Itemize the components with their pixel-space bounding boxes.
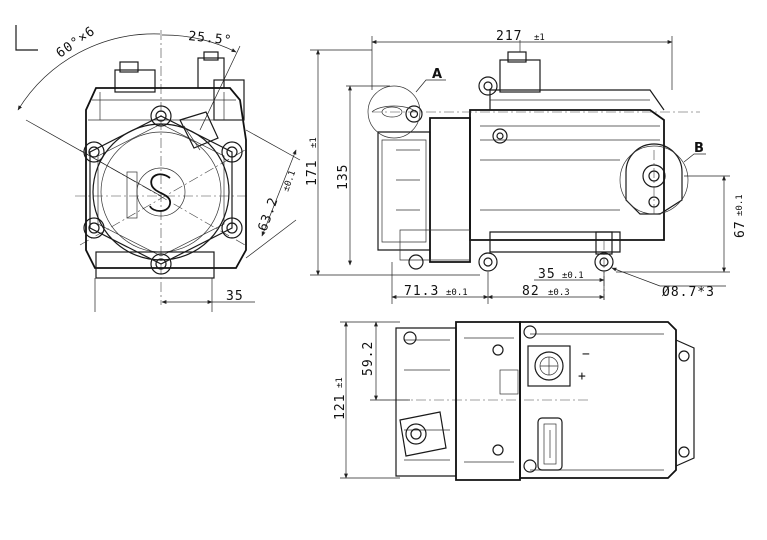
side-right-span-tol: ±0.3	[548, 288, 570, 298]
side-length-tol: ±1	[534, 33, 545, 43]
side-length-label: 217	[496, 29, 522, 44]
side-right-height-tol: ±0.1	[735, 194, 745, 216]
side-hole-dia-label: Ø8.7*3	[662, 285, 715, 300]
side-left-span-tol: ±0.1	[446, 288, 468, 298]
plus-sign: +	[578, 369, 587, 384]
side-inner-height-label: 135	[336, 164, 351, 190]
side-right-span-label: 82	[522, 284, 540, 299]
minus-sign: −	[582, 347, 591, 362]
corner-mark	[15, 25, 38, 51]
top-width-tol: ±1	[335, 377, 345, 388]
side-left-span-label: 71.3	[404, 284, 439, 299]
front-width-label: 35	[226, 289, 244, 304]
top-view: 121 ±1 59.2 − +	[333, 321, 695, 481]
top-width-label: 121	[333, 394, 348, 420]
side-view: 217 ±1 171 ±1 135 67 ±0.1 35 ±0.1 Ø8.7*3…	[305, 29, 748, 304]
side-height-label: 171	[305, 160, 320, 186]
side-hole-offset-tol: ±0.1	[562, 271, 584, 281]
side-right-height-label: 67	[733, 220, 748, 238]
detail-b-label: B	[694, 141, 704, 156]
front-offset-label: 25.5°	[188, 29, 233, 49]
front-view: 60°×6 25.5° 63.2 ±0.1 35	[17, 24, 301, 312]
detail-a-label: A	[432, 67, 442, 82]
side-height-tol: ±1	[309, 137, 319, 148]
side-hole-offset-label: 35	[538, 267, 556, 282]
front-diag-tol: ±0.1	[281, 169, 298, 193]
front-diag-label: 63.2	[256, 195, 282, 233]
top-offset-label: 59.2	[361, 341, 376, 376]
front-angle-label: 60°×6	[54, 24, 99, 62]
